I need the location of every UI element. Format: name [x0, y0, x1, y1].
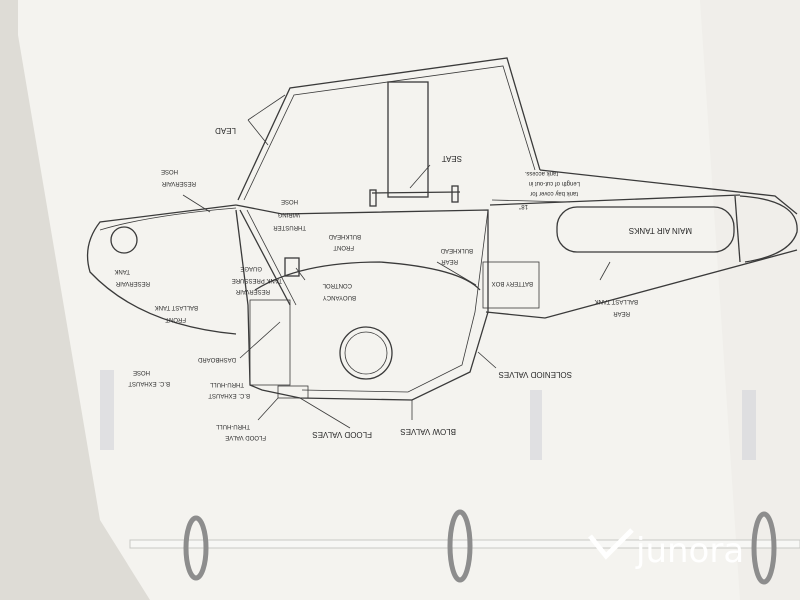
bleed-block-3: [742, 390, 756, 460]
label-note-1: tank access.: [524, 170, 558, 176]
leader-rear-ballast: [599, 261, 611, 281]
tail-floor-line: [489, 194, 741, 206]
label-thruster-1: THRUSTER: [273, 224, 306, 230]
reservoir-tank-shape: [110, 226, 138, 254]
label-seat: SEAT: [442, 154, 462, 163]
binder-ring-2: [447, 509, 473, 583]
label-thruster-3: HOSE: [281, 198, 298, 204]
hull-tail-bottom: [485, 249, 798, 319]
label-bc-hose-2: HOSE: [133, 369, 150, 375]
hull-canopy: [237, 57, 541, 201]
thru-hull-fitting: [277, 385, 309, 399]
label-blow-valves: BLOW VALVES: [400, 427, 456, 436]
leader-dashboard: [239, 321, 281, 359]
label-bc-thru-hull-2: THRU-HULL: [209, 381, 244, 387]
label-flood-thru-hull-1: FLOOD VALVE: [225, 434, 266, 440]
label-note-3: tank bay cover for: [530, 190, 578, 196]
label-front-ballast-1: FRONT: [165, 316, 186, 322]
tail-end-line: [734, 195, 741, 263]
label-rear-bulkhead-2: BULKHEAD: [440, 247, 473, 253]
leader-buoyancy: [295, 267, 306, 281]
label-rear-ballast-1: REAR: [613, 310, 630, 316]
label-main-air-tanks: MAIN AIR TANKS: [629, 226, 692, 235]
reservoir-hose-line: [99, 207, 237, 231]
label-rear-ballast-2: BALLAST TANK: [595, 298, 638, 304]
binder-ring-3: [751, 511, 777, 585]
label-solenoid-valves: SOLENIOD VALVES: [498, 370, 572, 379]
main-air-tanks-shape: [556, 206, 735, 253]
diagram-labels: LEAD SEAT RESERVAIR HOSE THRUSTER WIRING…: [114, 126, 692, 440]
label-dimension: 18": [519, 203, 528, 209]
label-gauge-1: RESERVAIR: [235, 288, 270, 294]
paper-sheet: [18, 0, 800, 600]
label-gauge-3: GUAGE: [240, 265, 262, 271]
seat-bracket-left: [369, 189, 377, 207]
front-ballast-tank-shape: [86, 204, 237, 335]
label-note-2: Length of cut-out in: [529, 180, 580, 186]
label-front-bulkhead-1: FRONT: [333, 244, 354, 250]
front-bulkhead-line: [239, 209, 291, 306]
binder: [129, 509, 800, 585]
label-bc-thru-hull-1: B.C. EXHAUST: [208, 392, 250, 398]
seat-bracket-right: [451, 185, 459, 203]
dimension-line: [491, 199, 571, 203]
leader-lead-1: [247, 94, 286, 121]
hatch-inner: [344, 331, 388, 375]
label-reservoir-tank-1: RESERVAIR: [115, 280, 150, 286]
label-reservoir-hose-2: HOSE: [161, 168, 178, 174]
label-lead: LEAD: [215, 126, 236, 135]
binder-rings: [183, 509, 777, 585]
nose-cone: [739, 195, 798, 263]
hull-canopy-inner: [243, 65, 536, 201]
bleed-block-1: [100, 370, 114, 450]
watermark-check-icon: [588, 528, 634, 560]
leader-solenoid: [477, 351, 497, 369]
label-bc-hose-1: B.C. EXHAUST: [128, 380, 170, 386]
seat-base: [371, 191, 461, 194]
label-dashboard: DASHBOARD: [197, 356, 236, 362]
leader-thru-hull: [257, 397, 279, 421]
leader-seat: [409, 164, 431, 189]
gauge-box: [284, 257, 300, 277]
binder-rod: [129, 539, 800, 549]
paper-shade: [700, 0, 800, 600]
binder-ring-1: [183, 515, 209, 581]
label-thruster-2: WIRING: [277, 211, 300, 217]
hull-tail-top: [539, 169, 798, 215]
hatch-outer: [339, 326, 393, 380]
battery-box-shape: [482, 261, 540, 309]
label-reservoir-hose-1: RESERVAIR: [161, 180, 196, 186]
leader-rear-bulkhead: [436, 261, 477, 286]
label-buoyancy-1: BUOYANCY: [323, 294, 356, 300]
watermark: junora: [588, 528, 744, 571]
dashboard-panel: [249, 299, 291, 386]
reverse-page-bleed: [100, 370, 756, 460]
leader-flood: [299, 397, 351, 429]
bleed-block-2: [530, 390, 542, 460]
label-front-bulkhead-2: BULKHEAD: [328, 233, 361, 239]
label-flood-valves: FLOOD VALVES: [312, 430, 372, 439]
label-flood-thru-hull-2: THRU-HULL: [215, 423, 250, 429]
cabin-inner: [301, 209, 489, 393]
buoyancy-curve: [254, 261, 481, 291]
label-front-ballast-2: BALLAST TANK: [155, 304, 198, 310]
label-reservoir-tank-2: TANK: [114, 268, 130, 274]
label-gauge-2: TANK PRESSURE: [232, 277, 282, 283]
label-buoyancy-2: CONTROL: [322, 282, 352, 288]
label-battery-box: BATTERY BOX: [492, 280, 533, 286]
label-rear-bulkhead-1: REAR: [441, 258, 458, 264]
leader-lead-2: [247, 119, 269, 146]
seat-shape: [387, 81, 429, 198]
hull-drawing: [86, 57, 798, 429]
leader-hose: [182, 194, 211, 213]
watermark-text: junora: [635, 531, 744, 571]
front-bulkhead-line-2: [246, 209, 297, 306]
